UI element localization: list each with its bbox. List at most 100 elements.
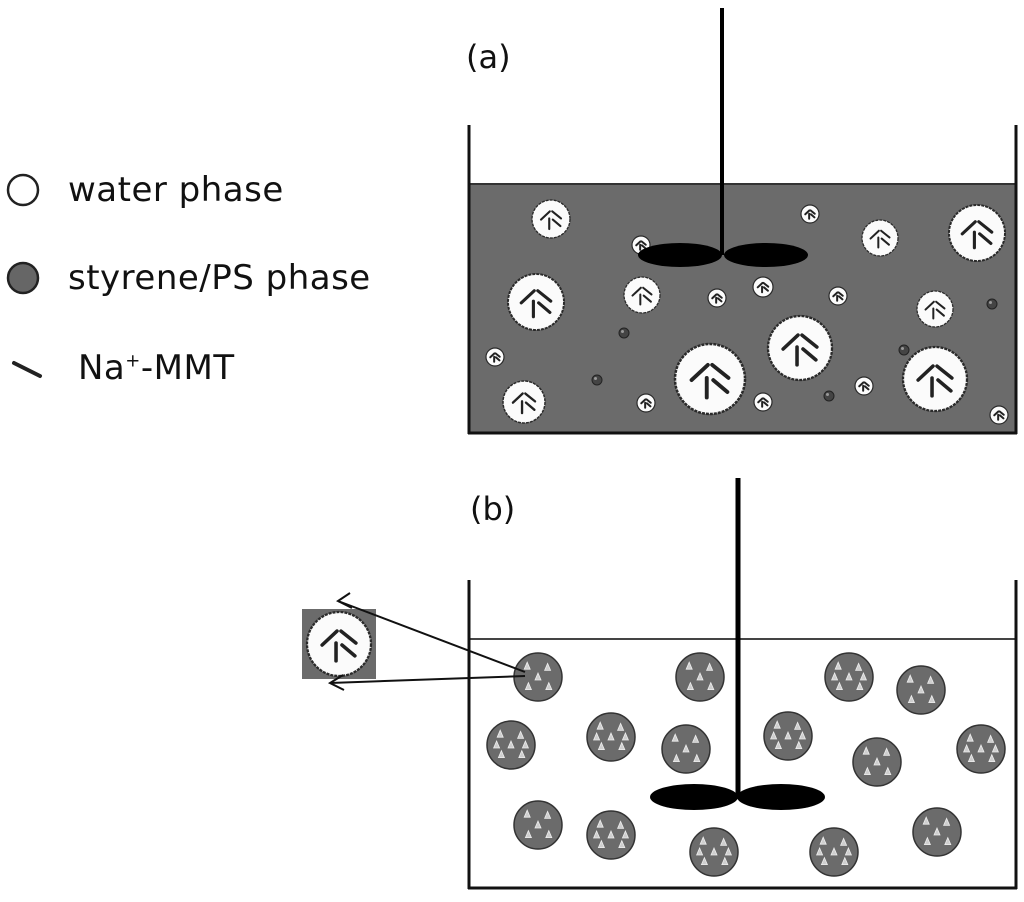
mmt-platelet <box>710 362 731 380</box>
water-droplet <box>673 342 747 416</box>
mmt-inclusion <box>784 730 792 740</box>
mmt-inclusion <box>923 836 932 845</box>
mmt-platelet <box>635 240 642 247</box>
mmt-inclusion <box>545 681 553 690</box>
mmt-inclusion <box>607 731 615 741</box>
mmt-inclusion <box>922 816 930 825</box>
mmt-inclusion <box>534 671 542 681</box>
water-droplet <box>901 345 969 413</box>
mmt-inclusion <box>873 756 881 766</box>
styrene-droplet <box>586 712 636 762</box>
mmt-inclusion <box>543 662 552 671</box>
mmt-inclusion <box>616 722 625 731</box>
mmt-inclusion <box>596 721 604 730</box>
mmt-platelet <box>539 210 551 221</box>
mmt-inclusion <box>844 846 853 856</box>
mmt-inclusion <box>819 836 827 845</box>
mmt-platelet <box>936 378 953 393</box>
styrene-droplet <box>956 724 1006 774</box>
mmt-platelet <box>519 289 536 305</box>
mmt-platelet <box>998 410 1005 416</box>
mmt-inclusion <box>835 681 844 690</box>
mmt-platelet <box>880 237 890 246</box>
stirrer-b <box>650 478 825 810</box>
legend-item-water: water phase <box>0 168 284 212</box>
mmt-inclusion <box>685 661 693 670</box>
mmt-platelet <box>640 244 647 250</box>
small-droplet <box>986 298 998 310</box>
mmt-platelet <box>762 286 769 292</box>
arrowhead-bottom <box>327 674 345 691</box>
mmt-inclusion <box>856 681 864 690</box>
mmt-platelet <box>642 294 652 303</box>
mmt-inclusion <box>721 856 729 865</box>
mmt-platelet <box>320 629 339 647</box>
mmt-inclusion <box>597 839 606 848</box>
styrene-droplet <box>513 652 563 702</box>
mmt-inclusion <box>597 741 606 750</box>
mmt-inclusion <box>671 733 679 742</box>
styrene-droplet <box>486 720 536 770</box>
mmt-platelet <box>801 347 818 362</box>
small-droplet <box>823 390 835 402</box>
mmt-platelet <box>645 398 652 404</box>
mmt-inclusion <box>834 661 842 670</box>
mmt-inclusion <box>686 681 695 690</box>
mmt-platelet <box>689 362 710 383</box>
mmt-inclusion <box>518 749 526 758</box>
mmt-platelet <box>645 402 652 408</box>
mmt-inclusion <box>774 740 783 749</box>
water-droplet <box>636 393 656 413</box>
mmt-inclusion <box>841 856 849 865</box>
mmt-platelet <box>837 295 844 301</box>
mmt-inclusion <box>854 662 863 671</box>
stirrer-a <box>638 8 808 267</box>
mmt-inclusion <box>795 740 803 749</box>
styrene-droplet <box>513 800 563 850</box>
mmt-inclusion <box>700 856 709 865</box>
water-droplet <box>502 380 546 424</box>
impeller-blade-right-a <box>724 243 808 267</box>
mmt-platelet <box>524 401 536 411</box>
mmt-inclusion <box>862 746 870 755</box>
mmt-inclusion <box>699 836 707 845</box>
water-droplet <box>766 314 834 382</box>
mmt-platelet <box>524 392 537 403</box>
small-droplet-highlight <box>594 377 597 380</box>
mmt-platelet <box>631 286 642 297</box>
styrene-droplet <box>689 827 739 877</box>
mmt-inclusion <box>863 766 872 775</box>
small-droplet <box>898 344 910 356</box>
mmt-inclusion <box>497 749 506 758</box>
arrowhead-top <box>336 592 353 609</box>
mmt-inclusion <box>592 829 601 839</box>
legend-label-styrene: styrene/PS phase <box>68 258 371 298</box>
mmt-inclusion <box>523 661 531 670</box>
water-droplet <box>861 219 899 257</box>
mmt-inclusion <box>521 739 530 749</box>
small-droplet <box>618 327 630 339</box>
open-circle-icon <box>6 173 40 207</box>
mmt-inclusion <box>942 817 951 826</box>
water-droplet <box>531 199 571 239</box>
mmt-platelet <box>711 293 718 300</box>
mmt-inclusion <box>592 731 601 741</box>
water-droplet <box>800 204 820 224</box>
magnified-inset <box>302 592 526 691</box>
mmt-inclusion <box>618 839 626 848</box>
mmt-inclusion <box>695 846 704 856</box>
mmt-inclusion <box>845 671 853 681</box>
mmt-inclusion <box>507 739 515 749</box>
water-droplet <box>989 405 1009 425</box>
styrene-droplet <box>586 810 636 860</box>
mmt-inclusion <box>496 729 504 738</box>
mmt-platelet <box>809 209 816 215</box>
mmt-inclusion <box>705 662 714 671</box>
mmt-platelet <box>537 301 552 314</box>
mmt-platelet <box>511 392 524 404</box>
mmt-platelet <box>711 378 730 394</box>
styrene-droplet <box>896 665 946 715</box>
mmt-platelet <box>916 364 935 382</box>
water-droplet <box>828 286 848 306</box>
